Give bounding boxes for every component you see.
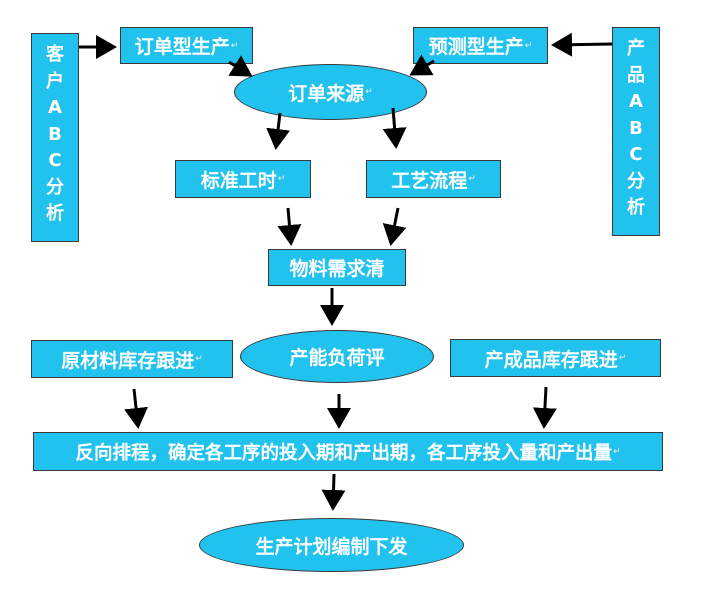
arrow-raw-material-to-scheduling xyxy=(124,388,148,429)
capacity-load-label: 产能负荷评 xyxy=(289,347,385,369)
customer-char-7: 析 xyxy=(46,203,64,224)
paragraph-mark: ↵ xyxy=(612,446,621,457)
customer-char-3: A xyxy=(48,97,62,118)
plan-release-ellipse: 生产计划编制下发 xyxy=(199,518,464,572)
paragraph-mark: ↵ xyxy=(524,40,533,51)
backward-scheduling-label: 反向排程，确定各工序的投入期和产出期，各工序投入量和产出量 xyxy=(75,442,612,464)
raw-material-tracking-box: 原材料库存跟进↵ xyxy=(31,340,233,378)
order-source-label: 订单来源 xyxy=(288,82,365,105)
arrow-forecast-production-to-source xyxy=(409,54,435,76)
material-requirements-box: 物料需求清 xyxy=(268,249,406,286)
paragraph-mark: ↵ xyxy=(230,40,239,51)
arrow-source-to-standard-hours xyxy=(266,112,291,150)
product-char-3: A xyxy=(629,91,643,112)
plan-release-label: 生产计划编制下发 xyxy=(255,535,408,558)
material-requirements-label: 物料需求清 xyxy=(289,258,385,280)
product-char-4: B xyxy=(629,117,643,139)
product-char-6: 分 xyxy=(627,170,645,192)
customer-char-5: C xyxy=(48,150,62,171)
process-flow-box: 工艺流程↵ xyxy=(366,160,501,198)
customer-char-4: B xyxy=(48,123,62,145)
finished-goods-tracking-label: 产成品库存跟进 xyxy=(484,348,618,371)
arrow-scheduling-to-plan-release xyxy=(321,473,346,511)
arrow-order-production-to-source xyxy=(228,55,253,77)
order-production-label: 订单型生产 xyxy=(134,36,230,58)
order-source-ellipse: 订单来源↵ xyxy=(234,64,427,120)
arrow-process-flow-to-material xyxy=(382,207,407,246)
arrow-standard-hours-to-material xyxy=(277,207,302,246)
raw-material-tracking-label: 原材料库存跟进 xyxy=(61,349,195,372)
customer-char-2: 户 xyxy=(46,70,64,92)
backward-scheduling-box: 反向排程，确定各工序的投入期和产出期，各工序投入量和产出量↵ xyxy=(33,432,663,471)
arrow-product-to-forecast-production xyxy=(551,32,613,57)
capacity-load-ellipse: 产能负荷评 xyxy=(240,330,434,383)
product-char-7: 析 xyxy=(627,197,645,218)
paragraph-mark: ↵ xyxy=(195,354,203,364)
customer-abc-analysis-box: 客 户 A B C 分 析 xyxy=(31,33,79,242)
arrow-finished-goods-to-scheduling xyxy=(532,386,557,429)
finished-goods-tracking-box: 产成品库存跟进↵ xyxy=(450,339,661,377)
product-char-5: C xyxy=(629,144,643,165)
paragraph-mark: ↵ xyxy=(618,353,627,363)
paragraph-mark: ↵ xyxy=(468,174,476,184)
customer-char-1: 客 xyxy=(46,44,64,65)
product-char-2: 品 xyxy=(627,64,645,86)
standard-hours-label: 标准工时 xyxy=(200,169,277,192)
standard-hours-box: 标准工时↵ xyxy=(175,160,311,198)
arrow-source-to-process-flow xyxy=(382,107,407,149)
forecast-production-label: 预测型生产 xyxy=(428,36,524,58)
customer-char-6: 分 xyxy=(46,176,64,198)
forecast-production-box: 预测型生产↵ xyxy=(413,27,548,64)
product-char-1: 产 xyxy=(627,38,645,59)
process-flow-label: 工艺流程 xyxy=(391,169,468,192)
paragraph-mark: ↵ xyxy=(365,87,373,97)
product-abc-analysis-box: 产 品 A B C 分 析 xyxy=(612,27,660,236)
paragraph-mark: ↵ xyxy=(277,174,286,184)
